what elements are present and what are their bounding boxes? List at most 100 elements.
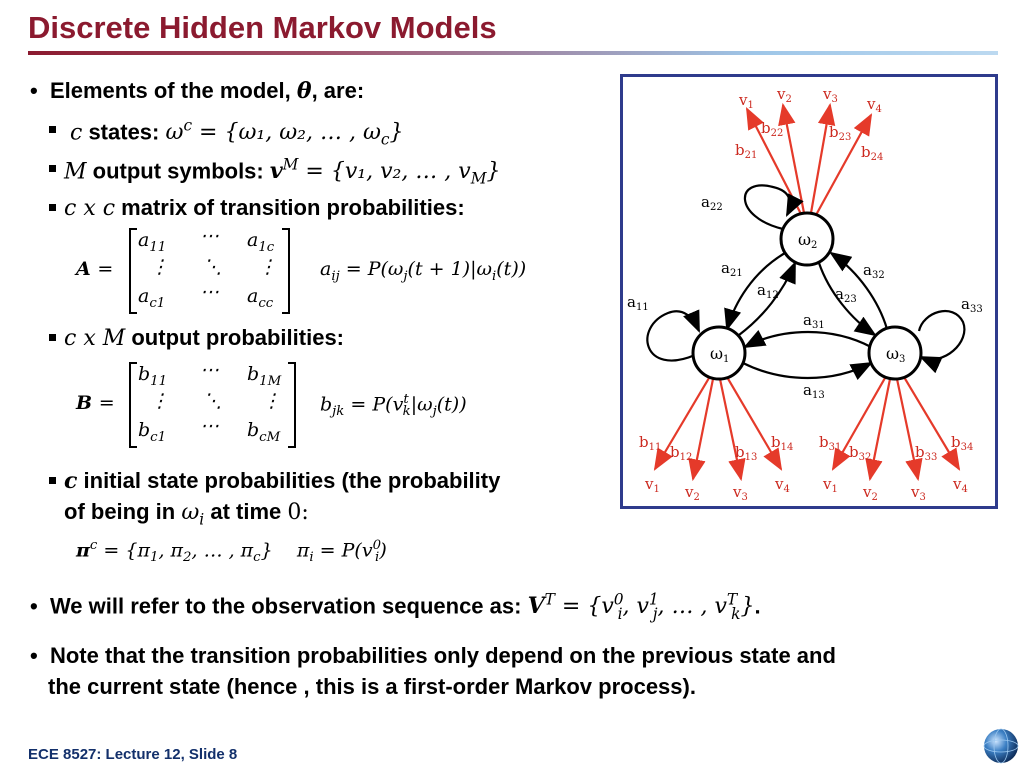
M-symbol: M [64, 159, 87, 185]
label-b34: b34 [951, 433, 973, 453]
c-symbol: c [70, 120, 83, 146]
arrow-a23 [817, 262, 877, 337]
hmm-state-diagram: v1 v2 v3 v4 b21 b22 b23 b24 b11 b12 b13 … [620, 74, 998, 509]
initial-prob-line-2: of being in ωi at time 0: [64, 499, 309, 529]
label-a32: a32 [863, 261, 885, 281]
label-b11: b11 [639, 433, 661, 453]
arrow-a13 [742, 361, 873, 381]
square-bullet [49, 165, 56, 172]
label-v2: v2 [776, 85, 792, 105]
pi-equation: πc = {π1, π2, … , πc} πi = P(v0i) [76, 538, 387, 566]
globe-logo-icon [982, 727, 1020, 765]
matrix-B-cell: ⋮ [150, 390, 169, 412]
matrix-B-cell: ⋯ [200, 415, 219, 437]
label-a21: a21 [721, 259, 743, 279]
square-bullet [49, 334, 56, 341]
output-prob-line: c x M output probabilities: [64, 325, 344, 351]
matrix-A-cell: ⋮ [258, 256, 277, 278]
note-text-1: Note that the transition probabilities o… [49, 643, 836, 668]
matrix-A-cell: ⋯ [200, 281, 219, 303]
square-bullet [49, 204, 56, 211]
matrix-A-cell: acc [247, 285, 274, 311]
time-zero: 0 [287, 500, 302, 525]
state-node-w1 [691, 325, 747, 381]
label-v4: v4 [952, 475, 968, 495]
bullet-dot: • [30, 78, 38, 103]
label-v2: v2 [684, 483, 700, 503]
matrix-B-cell: ⋮ [262, 390, 281, 412]
label-a13: a13 [803, 381, 825, 401]
matrix-A-name: A = [76, 258, 114, 280]
slide-title: Discrete Hidden Markov Models [28, 10, 497, 45]
bullet-note-line-2: the current state (hence , this is a fir… [48, 674, 696, 700]
label-a12: a12 [757, 281, 779, 301]
elements-text: Elements of the model, [49, 78, 297, 103]
emission-arrows-right [831, 376, 961, 482]
matrix-A-cell: a1c [247, 229, 275, 255]
loop-a33 [917, 310, 966, 374]
emission-arrows-left [653, 376, 783, 482]
matrix-A-bracket-left [129, 228, 137, 314]
arrow-a12 [738, 260, 797, 336]
loop-a22 [743, 184, 804, 231]
label-b14: b14 [771, 433, 793, 453]
initial-label-2b: at time [204, 499, 288, 524]
label-v3: v3 [822, 85, 838, 105]
matrix-B-cell: b1M [247, 363, 282, 389]
label-b24: b24 [861, 143, 883, 163]
label-v2: v2 [862, 483, 878, 503]
label-b22: b22 [761, 119, 783, 139]
matrix-A-cell: ac1 [138, 285, 166, 311]
matrix-B-definition: bjk = P(vtk|ωj(t)) [320, 392, 467, 420]
matrix-A-definition: aij = P(ωj(t + 1)|ωi(t)) [320, 258, 527, 284]
state-node-w2 [779, 211, 835, 267]
arrow-a31 [743, 329, 872, 349]
matrix-B-cell: b11 [138, 363, 168, 389]
state-nodes: ω2 ω1 ω3 [691, 211, 923, 381]
matrix-A-cell: ⋮ [150, 256, 169, 278]
label-v1: v1 [644, 475, 660, 495]
matrix-B-bracket-left [129, 362, 137, 448]
elements-suffix: , are: [311, 78, 365, 103]
transition-arrows [646, 184, 966, 381]
arrow-a32 [829, 251, 889, 330]
label-b31: b31 [819, 433, 841, 453]
observation-label: We will refer to the observation sequenc… [49, 593, 528, 619]
output-label: output symbols: [86, 158, 270, 184]
label-b32: b32 [849, 443, 871, 463]
output-equation: vM = {v₁, v₂, … , vM} [269, 156, 501, 188]
matrix-B-name: B = [76, 392, 115, 414]
initial-prob-line-1: c initial state probabilities (the proba… [64, 468, 500, 494]
emission-labels-right: b31 b32 b33 b34 v1 v2 v3 v4 [819, 433, 973, 503]
states-line: c states: ωc = {ω₁, ω₂, … , ωc} [70, 117, 404, 149]
matrix-B-bracket-right [288, 362, 296, 448]
square-bullet [49, 126, 56, 133]
label-v3: v3 [732, 483, 748, 503]
bullet-note-line-1: • Note that the transition probabilities… [30, 643, 836, 669]
bullet-dot: • [30, 643, 38, 668]
initial-label-2a: of being in [64, 499, 182, 524]
hmm-diagram-svg: v1 v2 v3 v4 b21 b22 b23 b24 b11 b12 b13 … [627, 85, 983, 503]
matrix-B-cell: bcM [247, 419, 281, 445]
output-symbols-line: M output symbols: vM = {v₁, v₂, … , vM} [64, 156, 500, 188]
label-b23: b23 [829, 123, 851, 143]
emission-labels-left: b11 b12 b13 b14 v1 v2 v3 v4 [639, 433, 793, 503]
label-a11: a11 [627, 293, 649, 313]
label-v1: v1 [822, 475, 838, 495]
period: . [754, 593, 761, 619]
slide-footer: ECE 8527: Lecture 12, Slide 8 [28, 746, 238, 763]
cxc-dims: c x c [64, 196, 116, 221]
state-node-w3 [867, 325, 923, 381]
initial-label-1: initial state probabilities (the probabi… [77, 468, 501, 493]
colon: : [301, 500, 309, 525]
emission-labels-top: v1 v2 v3 v4 b21 b22 b23 b24 [735, 85, 883, 163]
matrix-A-cell: ⋯ [200, 225, 219, 247]
matrix-A-cell: ⋱ [203, 256, 222, 278]
bullet-dot: • [30, 593, 38, 619]
loop-a11 [646, 309, 701, 362]
label-b13: b13 [735, 443, 757, 463]
label-a23: a23 [835, 285, 857, 305]
label-v1: v1 [738, 91, 754, 111]
bullet-observation: • We will refer to the observation seque… [30, 591, 761, 623]
square-bullet [49, 477, 56, 484]
